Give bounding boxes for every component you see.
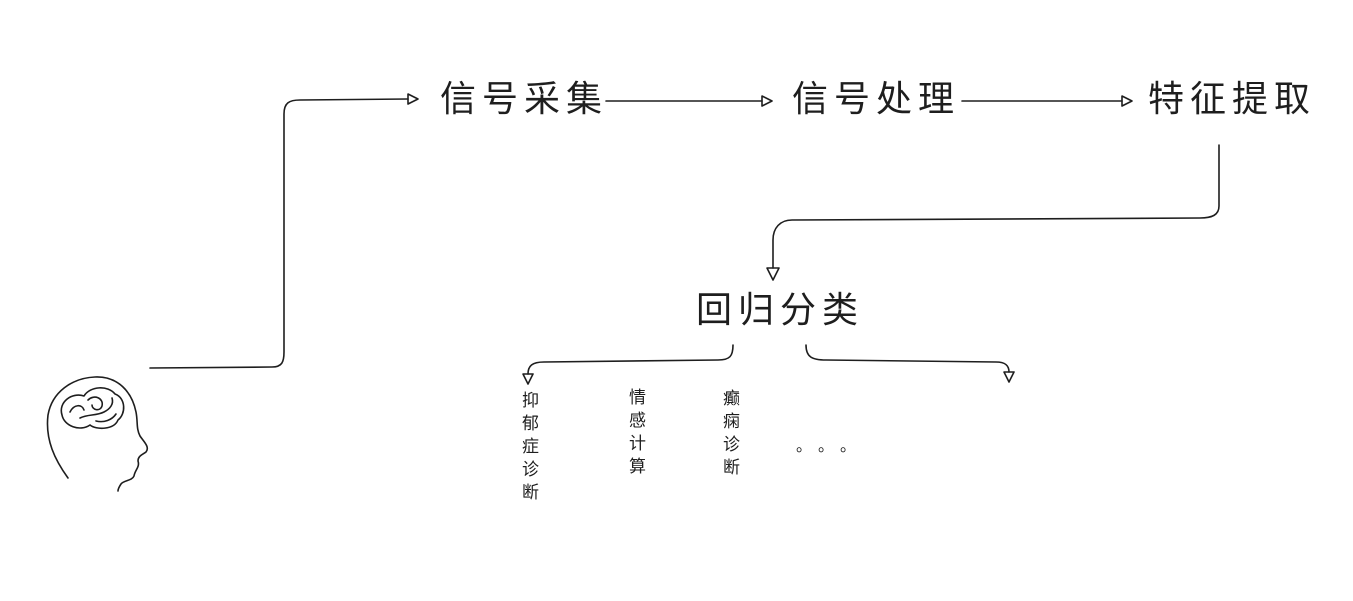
arrow-head-to-acquisition [149, 93, 419, 369]
node-signal-acquisition: 信号采集 [440, 79, 609, 120]
node-feature-extraction: 特征提取 [1148, 79, 1317, 120]
application-affective-computing: 情感计算 [625, 388, 645, 480]
node-signal-processing: 信号处理 [792, 79, 961, 120]
arrow-extraction-to-classification [766, 144, 1220, 281]
head-brain-icon [46, 376, 149, 492]
more-ellipsis: 。。。 [796, 436, 871, 455]
application-epilepsy-diagnosis: 癫痫诊断 [719, 389, 739, 481]
application-depression-diagnosis: 抑郁症诊断 [518, 391, 538, 506]
arrow-acquisition-to-processing [605, 95, 773, 107]
arrow-processing-to-extraction [961, 95, 1133, 107]
arrow-classification-to-left [522, 344, 734, 385]
node-regression-classification: 回归分类 [696, 290, 865, 331]
arrow-classification-to-right [805, 344, 1015, 383]
